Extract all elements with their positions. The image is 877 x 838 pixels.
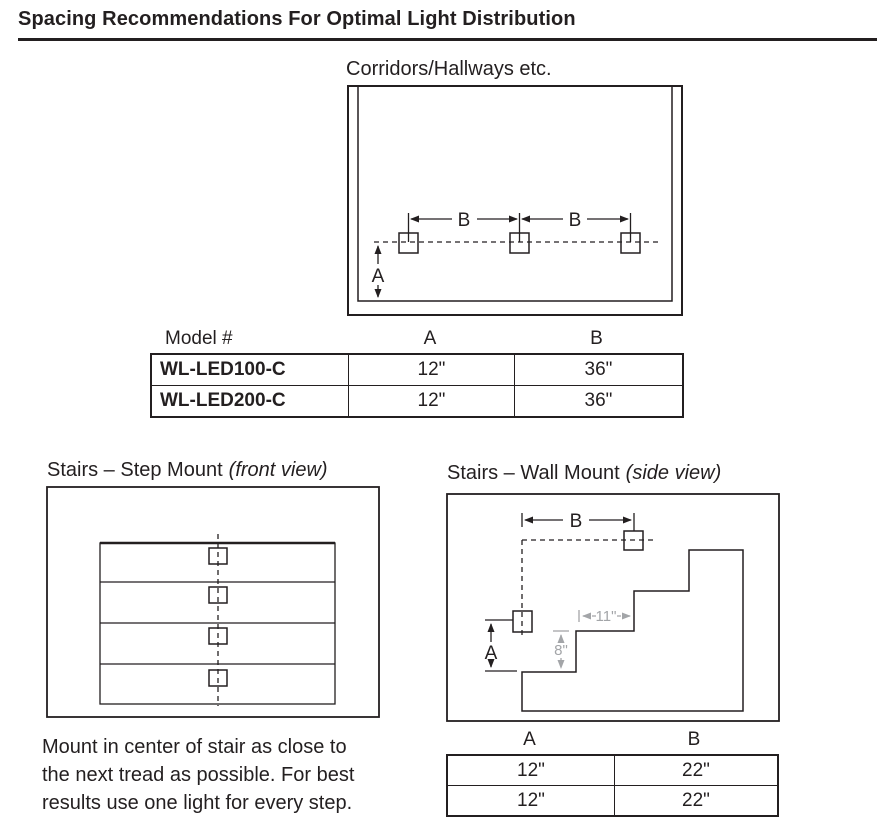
- b-value-cell: 22": [682, 759, 710, 781]
- mounting-note-line: results use one light for every step.: [42, 792, 353, 814]
- mounting-note: Mount in center of stair as close to the…: [42, 733, 354, 817]
- a-column-header: A: [523, 729, 536, 750]
- corridor-inner-wall: [357, 86, 673, 302]
- wall-mount-heading-text: Stairs – Wall Mount: [447, 462, 620, 484]
- page-title: Spacing Recommendations For Optimal Ligh…: [18, 8, 576, 30]
- mounting-note-line: the next tread as possible. For best: [42, 764, 355, 786]
- light-fixture-square: [208, 547, 228, 565]
- b-value-cell: 36": [584, 359, 613, 380]
- model-table-body: WL-LED100-C 12" 36" WL-LED200-C 12" 36": [150, 353, 684, 418]
- light-fixture-square: [620, 232, 641, 254]
- step-diagram-frame: [46, 486, 380, 718]
- corridor-diagram: B B A: [347, 85, 683, 316]
- b-value-cell: 36": [584, 390, 613, 411]
- dim-b1-label: B: [458, 210, 471, 231]
- dim-a-label: A: [372, 266, 385, 287]
- a-value-cell: 12": [448, 786, 615, 815]
- dim-tread-label: 11": [596, 608, 617, 625]
- a-column-header: A: [423, 328, 437, 349]
- a-value-cell: 12": [448, 756, 615, 785]
- corridor-outer-wall: [347, 85, 683, 316]
- title-divider-rule: [18, 38, 877, 41]
- a-value-cell: 12": [349, 355, 515, 385]
- step-mount-diagram: [46, 486, 380, 718]
- table-row: 12" 22": [448, 785, 777, 815]
- model-spacing-table: Model # A B WL-LED100-C 12" 36" WL-LED20…: [150, 328, 684, 418]
- dim-b-label: B: [570, 511, 583, 532]
- wall-mount-section-heading: Stairs – Wall Mount(side view): [447, 462, 721, 485]
- mounting-note-line: Mount in center of stair as close to: [42, 736, 347, 758]
- wall-mount-heading-view: (side view): [625, 462, 722, 484]
- light-fixture-square: [208, 586, 228, 604]
- model-table-header-row: Model # A B: [150, 328, 684, 353]
- corridor-section-heading: Corridors/Hallways etc.: [346, 58, 552, 81]
- wall-mount-diagram: B A 11" 8": [446, 493, 780, 722]
- model-column-header: Model #: [165, 328, 233, 349]
- light-fixture-square: [208, 627, 228, 645]
- dim-b2-label: B: [569, 210, 582, 231]
- light-fixture-square: [208, 669, 228, 687]
- wall-diagram-frame: [446, 493, 780, 722]
- b-value-cell: 22": [682, 789, 710, 811]
- wall-mount-spacing-table: A B 12" 22" 12" 22": [446, 729, 779, 817]
- light-fixture-square: [509, 232, 530, 254]
- step-mount-heading-text: Stairs – Step Mount: [47, 459, 223, 481]
- stairs-side-profile: [521, 549, 744, 712]
- corridor-heading-text: Corridors/Hallways etc.: [346, 58, 552, 80]
- dim-riser-label: 8": [554, 642, 568, 659]
- b-column-header: B: [590, 328, 603, 349]
- light-fixture-square: [623, 530, 644, 551]
- wall-table-header-row: A B: [446, 729, 779, 754]
- model-cell: WL-LED200-C: [152, 386, 349, 416]
- dim-a-label: A: [485, 643, 498, 664]
- table-row: WL-LED100-C 12" 36": [152, 355, 682, 385]
- a-value-cell: 12": [349, 386, 515, 416]
- step-mount-heading-view: (front view): [228, 459, 328, 481]
- table-row: WL-LED200-C 12" 36": [152, 385, 682, 416]
- b-column-header: B: [687, 729, 701, 750]
- table-row: 12" 22": [448, 756, 777, 785]
- step-mount-section-heading: Stairs – Step Mount(front view): [47, 459, 328, 482]
- wall-table-body: 12" 22" 12" 22": [446, 754, 779, 817]
- light-fixture-square: [398, 232, 419, 254]
- model-cell: WL-LED100-C: [152, 355, 349, 385]
- light-fixture-square: [512, 610, 533, 633]
